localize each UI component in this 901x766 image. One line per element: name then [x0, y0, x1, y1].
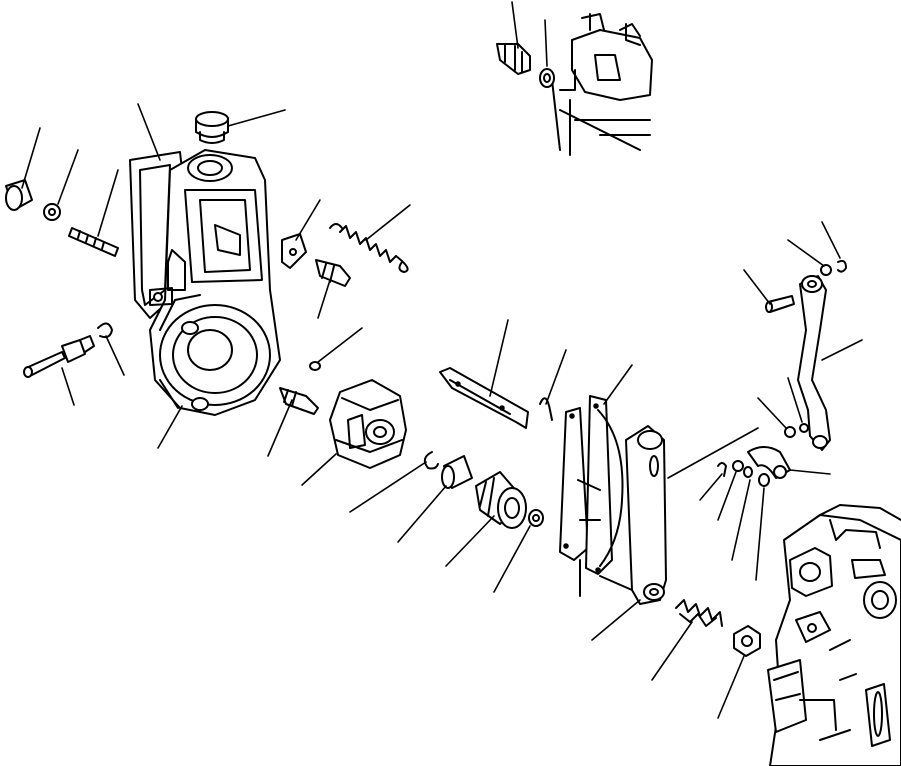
link-pin	[747, 446, 791, 479]
stud	[68, 227, 119, 257]
governor-housing	[149, 149, 281, 416]
wire-clip	[539, 397, 553, 421]
fitting-washer	[539, 68, 555, 88]
clip	[97, 322, 113, 339]
lever-bracket	[559, 395, 633, 597]
washers-and-clips	[717, 259, 847, 487]
tension-spring	[329, 223, 409, 273]
bolt	[279, 387, 319, 415]
control-lever	[625, 425, 667, 605]
washer	[43, 203, 61, 221]
coil-spring	[675, 599, 723, 627]
bracket	[281, 233, 307, 269]
sleeve	[441, 455, 473, 489]
adjusting-screw	[315, 259, 351, 287]
plug	[195, 111, 229, 144]
fuel-fitting	[496, 43, 531, 75]
snap-ring	[423, 451, 439, 470]
thrust-washer	[528, 509, 544, 527]
banjo-bolt	[23, 335, 95, 378]
cap	[5, 179, 33, 211]
leaf-spring	[439, 367, 529, 429]
roller-bearing	[475, 471, 527, 529]
hex-nut	[733, 625, 761, 657]
injection-pump-body	[767, 504, 901, 766]
stop-lever	[797, 275, 831, 451]
leader-lines	[21, 1, 863, 719]
flyweight-assembly	[329, 379, 407, 469]
small-screw	[309, 361, 321, 371]
pump-top-assembly	[551, 13, 653, 156]
